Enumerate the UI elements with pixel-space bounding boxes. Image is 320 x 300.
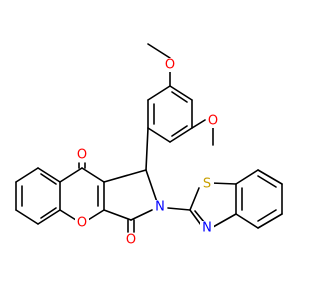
- bond-inner: [257, 175, 277, 188]
- bond: [59, 167, 83, 183]
- pyranone-ring: [59, 162, 105, 221]
- bond-inner: [171, 125, 188, 137]
- dimethoxyphenyl-ring: [147, 85, 193, 143]
- bond: [147, 85, 171, 101]
- bond-inner: [257, 209, 277, 222]
- bond: [189, 187, 200, 211]
- molecule-canvas: O O O N S N O O: [15, 43, 283, 248]
- bond: [145, 169, 159, 206]
- bond: [194, 210, 205, 223]
- bond: [167, 207, 191, 211]
- methoxy-groups: [147, 43, 214, 146]
- bond: [87, 209, 105, 221]
- bond: [59, 209, 77, 221]
- methoxy-oxygen-side-label: O: [208, 114, 218, 129]
- bond: [103, 209, 132, 221]
- bond: [169, 85, 193, 101]
- bond: [235, 213, 259, 229]
- bond: [235, 169, 259, 185]
- bond: [103, 169, 147, 183]
- bond: [37, 209, 61, 225]
- structure-drawing: O O O N S N O O: [15, 43, 283, 248]
- benzo-ring: [15, 167, 61, 225]
- bond: [210, 182, 237, 185]
- atom-labels: O O O N S N O O: [75, 58, 220, 248]
- bond: [15, 167, 39, 183]
- bond-inner: [40, 207, 57, 219]
- bond: [147, 127, 171, 143]
- bond: [147, 43, 171, 59]
- methoxy-oxygen-top-label: O: [165, 58, 175, 73]
- bond: [191, 119, 206, 129]
- bond: [37, 167, 61, 183]
- ketone-oxygen-label: O: [77, 148, 87, 163]
- bond: [81, 167, 105, 183]
- ring-oxygen-label: O: [77, 216, 87, 231]
- pyrrole-nitrogen-label: N: [155, 200, 165, 215]
- bond-inner: [171, 91, 188, 103]
- thiazole-sulfur-label: S: [203, 177, 211, 192]
- bond: [189, 209, 202, 226]
- bond: [212, 213, 237, 228]
- benzothiazole: [167, 169, 283, 229]
- bond: [257, 169, 283, 185]
- lactam-oxygen-label: O: [126, 233, 136, 248]
- thiazole-nitrogen-label: N: [202, 221, 212, 236]
- bond-inner: [40, 173, 57, 185]
- bond: [145, 127, 149, 171]
- bond: [169, 127, 193, 143]
- bond: [130, 209, 153, 221]
- bond: [15, 209, 39, 225]
- bond: [257, 213, 283, 229]
- pyrrolone-ring: [103, 127, 159, 233]
